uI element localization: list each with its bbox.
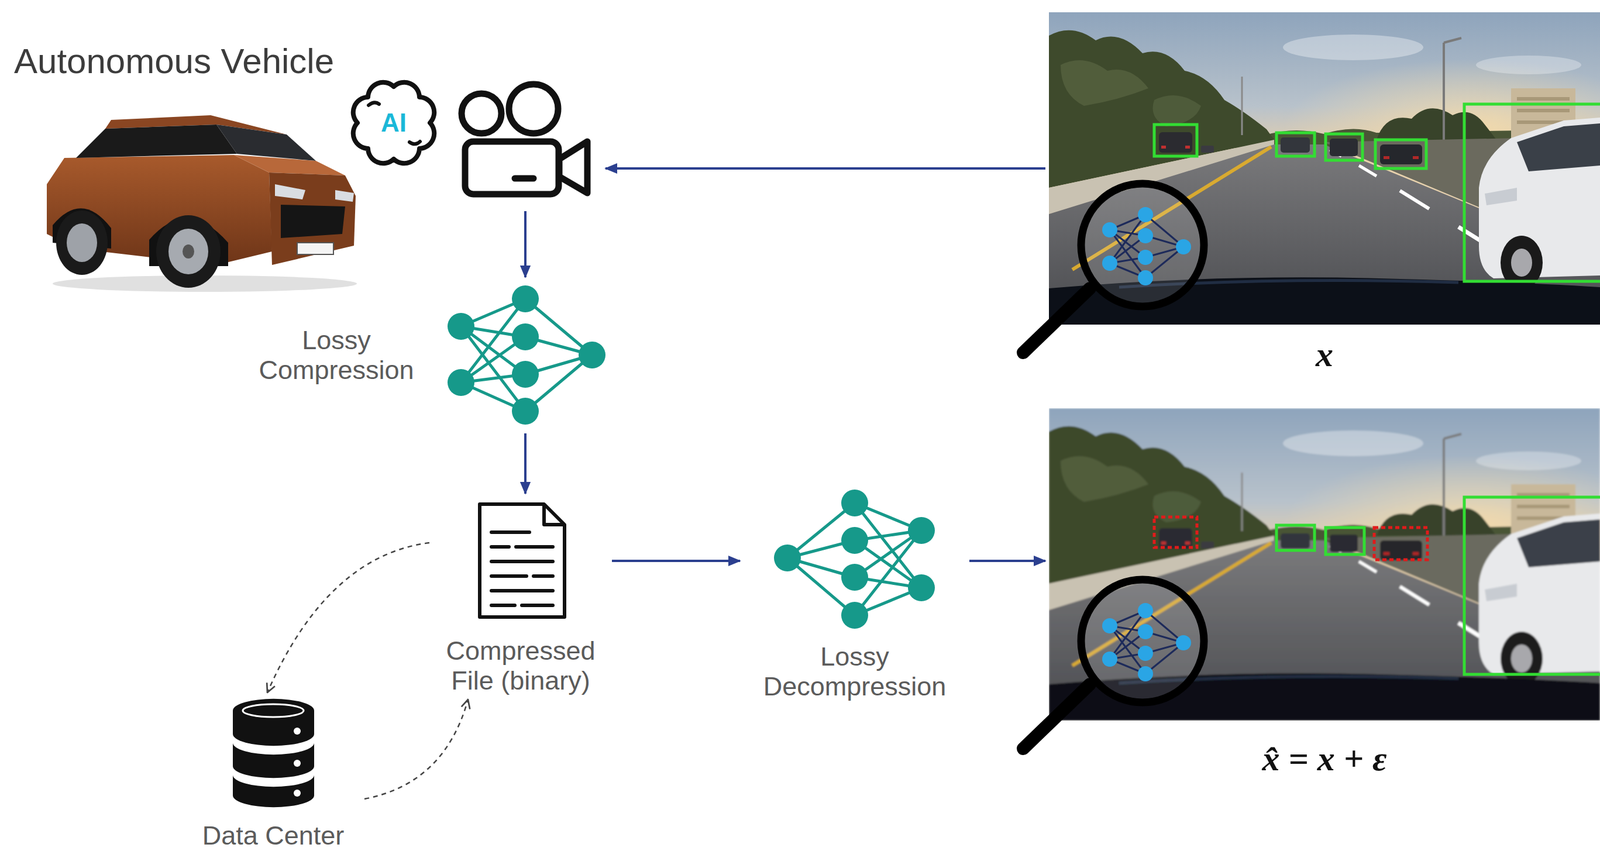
file-icon (479, 504, 565, 618)
road-image-original (1023, 12, 1600, 353)
node-label: Lossy Decompression (743, 641, 966, 703)
node-label: Compressed File (binary) (432, 635, 609, 697)
network-block: Lossy Decompression (743, 488, 966, 703)
database-icon (232, 699, 315, 808)
file-block: Compressed File (binary) (432, 497, 609, 697)
flow-arrow (969, 559, 1046, 563)
image-panel: x (1048, 12, 1600, 375)
math-label: x̂ = x + ε (1048, 738, 1600, 780)
text-group: Autonomous Vehicle (14, 40, 335, 82)
text-group: Lossy Compression (245, 325, 428, 387)
text-group: x̂ = x + ε (1048, 738, 1600, 780)
camera-icon (461, 84, 588, 195)
decompression-network (773, 489, 935, 629)
dashed-arrow (364, 699, 469, 800)
car-illustration (46, 115, 357, 292)
vehicle-group: Autonomous Vehicle (11, 40, 602, 208)
icon-label: AI (380, 109, 407, 136)
flow-arrow (605, 167, 1046, 170)
flow-arrow (611, 559, 741, 563)
text-group: Lossy Decompression (743, 641, 966, 703)
node-label: Lossy Compression (245, 325, 428, 387)
flow-arrow (524, 211, 527, 278)
node-label: Data Center (185, 820, 361, 852)
text-group: x (1048, 334, 1600, 375)
storage-block: Data Center (185, 696, 361, 852)
flow-arrow (524, 433, 527, 494)
text-group: Data Center (185, 820, 361, 852)
title-text: Autonomous Vehicle (14, 40, 335, 82)
compression-network (447, 285, 606, 425)
text-group: Compressed File (binary) (432, 635, 609, 697)
image-panel: x̂ = x + ε (1048, 408, 1600, 780)
ai-brain-icon (353, 82, 435, 164)
dashed-arrow (267, 542, 430, 693)
network-block: Lossy Compression (245, 280, 612, 430)
road-image-reconstructed (1023, 408, 1600, 749)
math-label: x (1048, 334, 1600, 375)
